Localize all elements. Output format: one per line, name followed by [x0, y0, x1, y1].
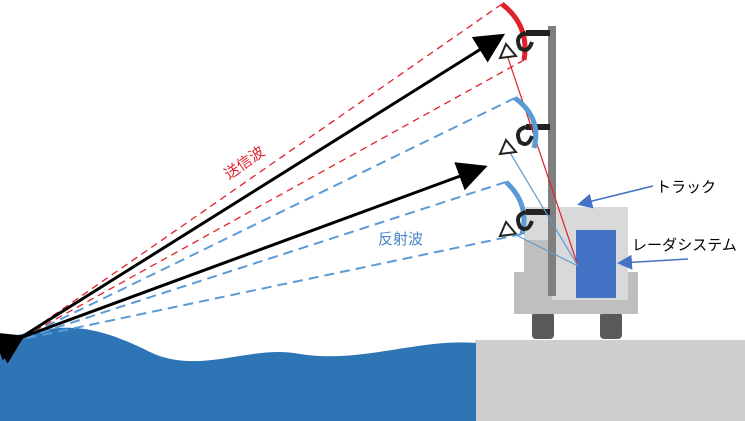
transmit-ray-upper	[17, 3, 503, 341]
path-arrow-lower	[0, 162, 488, 361]
reflect-ray-upper-2	[17, 181, 507, 341]
mast-arm-bottom	[526, 209, 550, 215]
antenna-horn-middle	[498, 138, 518, 156]
truck-label: トラック	[656, 178, 717, 196]
truck-body-left	[524, 240, 552, 300]
antenna-dish-middle	[513, 95, 539, 149]
feed-line-top	[505, 51, 579, 267]
mast-arm-top	[526, 30, 550, 36]
truck-wheel-right	[600, 312, 622, 339]
radar-system-box	[576, 230, 616, 298]
antenna-horn-bottom	[498, 220, 518, 238]
feed-line-bottom	[505, 229, 579, 267]
feed-line-middle	[505, 145, 579, 267]
reflect-ray-upper-1	[17, 97, 516, 341]
mast-arm-middle	[526, 124, 550, 130]
truck-wheel-left	[532, 312, 554, 339]
antenna-horn-top	[498, 42, 518, 60]
antenna-hook-middle	[516, 125, 534, 146]
reflected-wave-label: 反射波	[378, 230, 424, 248]
water-surface	[0, 327, 476, 421]
antenna-hook-top	[516, 31, 534, 52]
radar-mast	[548, 26, 556, 296]
antenna-hook-bottom	[516, 210, 534, 231]
antenna-dish-top	[500, 2, 528, 61]
ground-block	[475, 340, 745, 421]
radar-system-label: レーダシステム	[632, 236, 737, 254]
truck-callout-arrow	[577, 185, 654, 209]
transmit-ray-lower	[17, 59, 525, 341]
radar-callout-arrow	[617, 254, 689, 270]
